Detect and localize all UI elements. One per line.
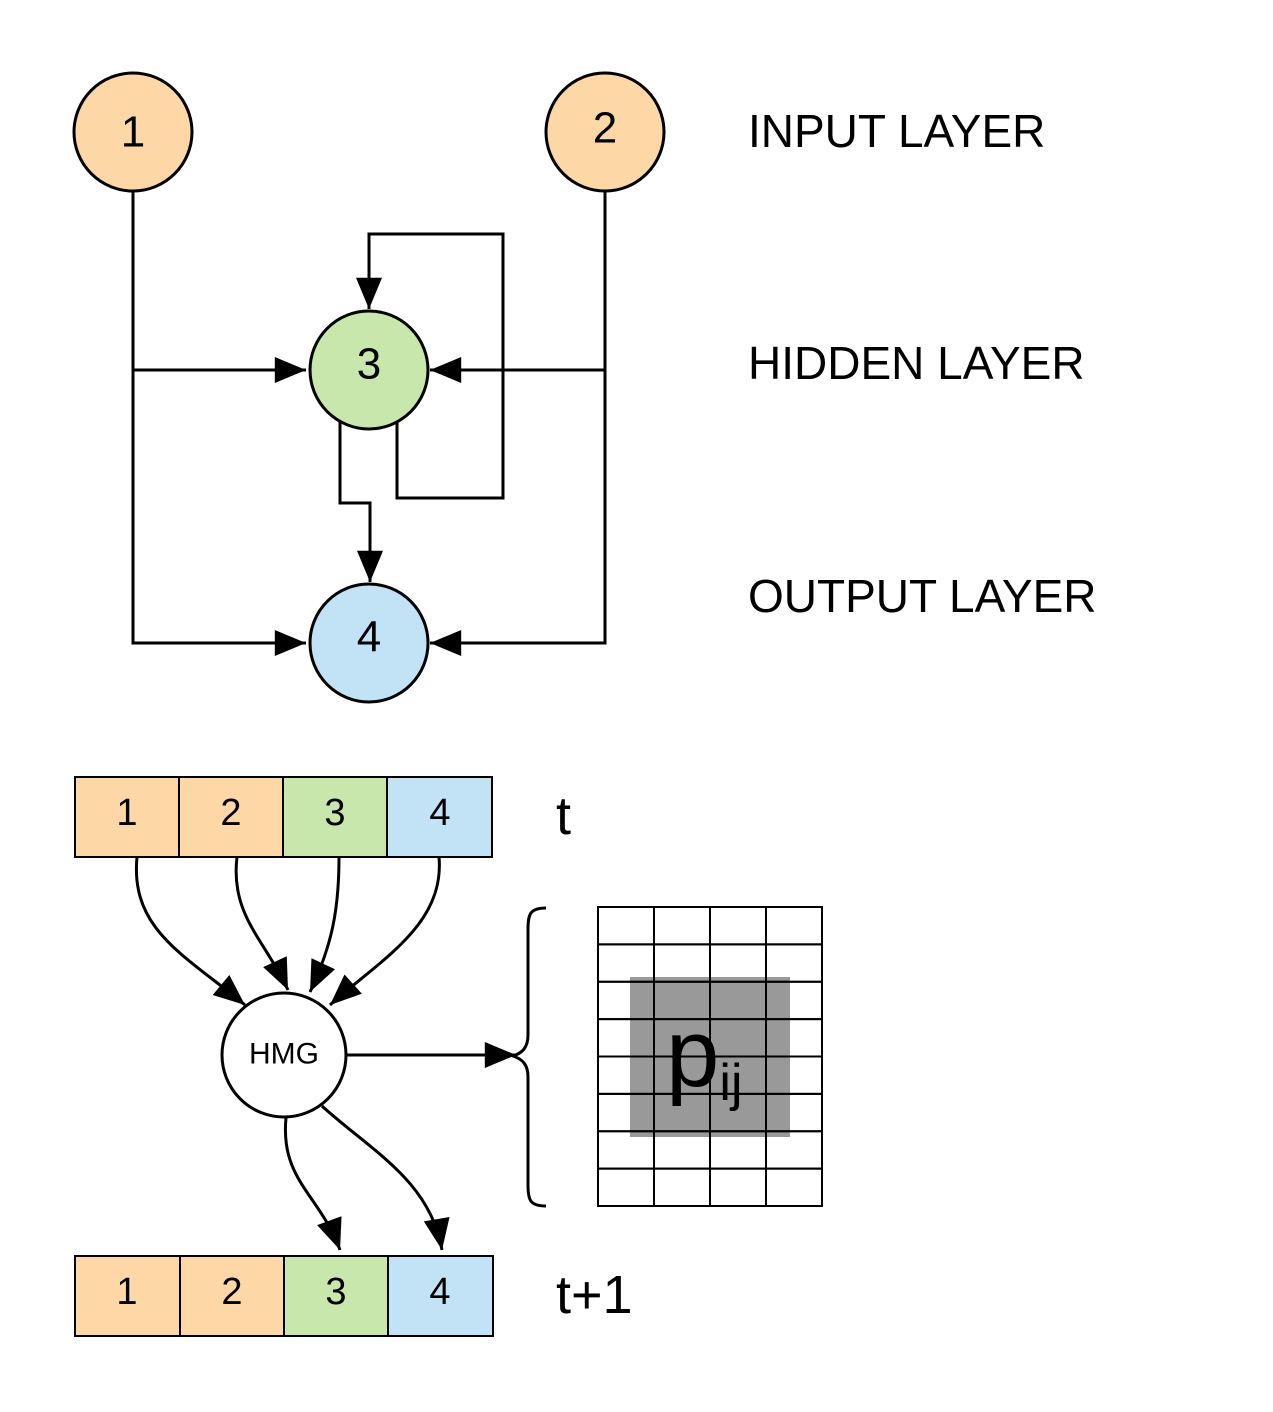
hmg-to-state-edges — [283, 1104, 450, 1251]
matrix-label-main: p — [666, 1000, 719, 1107]
hidden-node-3-label: 3 — [357, 340, 381, 389]
state-t-cell-2 — [178, 776, 284, 858]
hmg-node: HMG — [220, 991, 348, 1119]
input-node-1-circle — [72, 71, 194, 193]
state-t-cell-3-label: 3 — [324, 792, 345, 834]
input-node-1-label: 1 — [121, 108, 145, 157]
matrix-cell — [709, 906, 767, 946]
time-label-t: t — [556, 786, 571, 846]
matrix-cell — [653, 1167, 711, 1207]
state-vector-t1: 1 2 3 4 — [74, 1255, 494, 1337]
matrix-cell — [765, 943, 823, 983]
state-t1-cell-3 — [283, 1255, 389, 1337]
edge-cell1-to-hmg — [134, 856, 246, 1007]
hmg-node-label: HMG — [249, 1038, 319, 1071]
state-t1-cell-3-label: 3 — [325, 1271, 346, 1313]
edge-3-self-loop — [356, 232, 505, 500]
matrix-cell — [765, 1167, 823, 1207]
state-vector-t: 1 2 3 4 — [74, 776, 493, 858]
network-edges — [131, 192, 607, 656]
output-layer-label: OUTPUT LAYER — [748, 570, 1096, 622]
edge-hmg-to-cell3 — [283, 1117, 342, 1251]
matrix-cell — [709, 943, 767, 983]
transition-matrix — [597, 906, 823, 1207]
input-node-2: 2 — [544, 71, 666, 193]
hidden-node-3: 3 — [308, 309, 430, 431]
matrix-cell — [597, 943, 655, 983]
edge-1-trunk — [131, 192, 306, 656]
matrix-cell — [765, 906, 823, 946]
curly-brace — [508, 906, 547, 1208]
matrix-cell — [709, 1167, 767, 1207]
state-t1-cell-4 — [387, 1255, 494, 1337]
state-t-cell-4-label: 4 — [429, 792, 450, 834]
matrix-label: pij — [666, 1000, 743, 1112]
output-node-4-label: 4 — [357, 613, 381, 662]
matrix-label-sub: ij — [719, 1054, 742, 1112]
matrix-cell — [597, 1167, 655, 1207]
output-node-4-circle — [308, 582, 430, 704]
state-t1-cell-1 — [74, 1255, 181, 1337]
state-t1-cell-2 — [179, 1255, 285, 1337]
state-to-hmg-edges — [134, 856, 441, 1007]
input-node-2-label: 2 — [593, 104, 617, 153]
state-t1-cell-4-label: 4 — [429, 1271, 450, 1313]
edge-cell2-to-hmg — [234, 856, 290, 991]
state-t-cell-2-label: 2 — [220, 792, 241, 834]
hidden-node-3-circle — [308, 309, 430, 431]
edge-cell4-to-hmg — [328, 856, 441, 1007]
input-node-2-circle — [544, 71, 666, 193]
edge-3-to-4 — [338, 422, 383, 582]
hidden-layer-label: HIDDEN LAYER — [748, 337, 1085, 389]
state-t1-cell-1-label: 1 — [116, 1271, 137, 1313]
state-t1-cell-2-label: 2 — [221, 1271, 242, 1313]
time-label-t1: t+1 — [556, 1265, 633, 1325]
edge-cell3-to-hmg — [308, 856, 341, 993]
matrix-cell — [653, 943, 711, 983]
input-layer-label: INPUT LAYER — [748, 105, 1045, 157]
output-node-4: 4 — [308, 582, 430, 704]
input-node-1: 1 — [72, 71, 194, 193]
state-t-cell-1-label: 1 — [116, 792, 137, 834]
state-t-cell-4 — [386, 776, 493, 858]
edge-hmg-to-cell4 — [320, 1104, 450, 1251]
matrix-cell — [653, 906, 711, 946]
edge-2-to-4 — [430, 192, 607, 656]
matrix-cell — [597, 906, 655, 946]
